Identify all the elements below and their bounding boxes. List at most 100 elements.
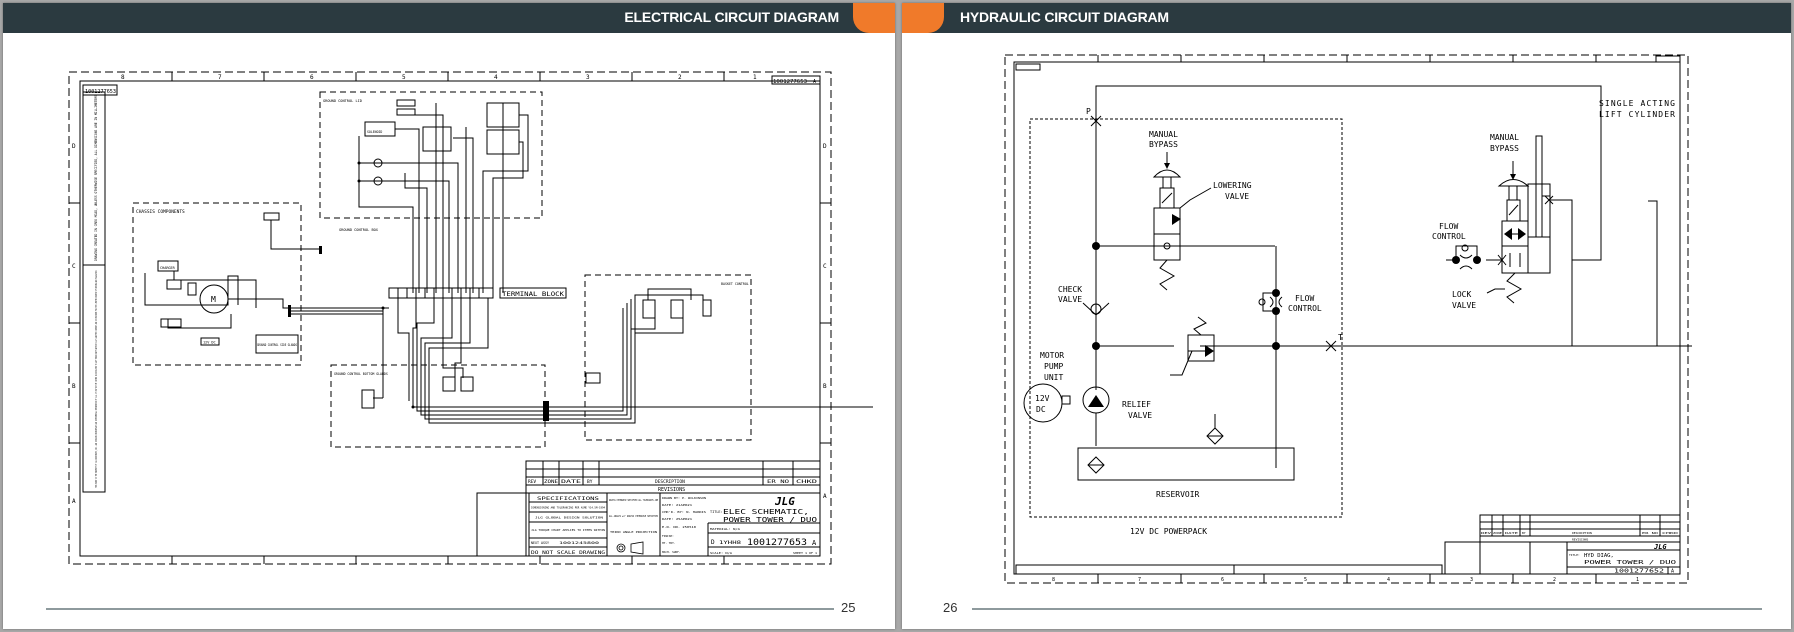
side-note-top: DRAWING CREATED IN CREO MCAD, UNLESS OTH…	[94, 95, 98, 261]
lock-valve-symbol	[1501, 220, 1529, 274]
date-header: DATE	[561, 479, 582, 485]
header-accent-tab	[902, 3, 944, 33]
er-no-header: ER NO	[767, 479, 789, 485]
by-header: BY	[587, 479, 593, 485]
zone-row-label: A	[823, 493, 827, 500]
heat-treat-field: HT. TRT.	[662, 541, 676, 545]
ground-control-box-label: GROUND CONTROL BOX	[339, 228, 379, 232]
zone-header: ZONE	[1493, 531, 1502, 535]
rev-header: REV	[528, 479, 536, 485]
check-valve-label: CHECK	[1058, 285, 1082, 294]
zone-col-label: 5	[402, 74, 406, 81]
zone-row-label: D	[823, 143, 827, 150]
drawing-number: 1001277653	[747, 538, 807, 548]
zone-row-label: A	[72, 498, 76, 505]
manual-bypass-label: BYPASS	[1490, 144, 1519, 153]
motor-pump-label: UNIT	[1044, 373, 1063, 382]
motor-voltage-label: 12V	[1035, 394, 1050, 403]
finish-field: FINISH:	[662, 534, 674, 538]
motor-label: M	[211, 295, 216, 304]
basket-control-label: BASKET CONTROL	[721, 282, 749, 286]
revision-field: A	[812, 539, 817, 547]
ground-control-lid-label: GROUND CONTROL LID	[323, 99, 362, 103]
chassis-label: CHASSIS COMPONENTS	[136, 209, 185, 215]
revisions-label: REVISIONS	[1572, 538, 1588, 542]
reservoir-symbol	[1077, 447, 1295, 481]
size-field: D	[711, 539, 715, 546]
check-valve-label: VALVE	[1058, 295, 1082, 304]
tolerance-note: UNLESS OTHERWISE SPECIFIED ALL TOLERANCE…	[609, 498, 658, 502]
title-line-2: POWER TOWER / DUO	[723, 516, 817, 524]
title-block	[525, 460, 821, 557]
hydraulic-schematic-drawing: P T MANUAL BYPASS LOWERING VALVE CHECK V…	[1004, 54, 1692, 584]
drawing-number-top-right: 1001277653	[773, 79, 807, 85]
zone-col-label: 4	[1387, 577, 1390, 583]
zone-col-label: 2	[1553, 577, 1556, 583]
title-label: TITLE:	[1569, 553, 1580, 557]
zone-col-label: 5	[1304, 577, 1307, 583]
er-no-header: ER NO	[1642, 531, 1658, 535]
zone-col-label: 1	[753, 74, 757, 81]
projection-label: THIRD ANGLE PROJECTION	[610, 530, 657, 534]
chkd-header: CHKD	[796, 479, 818, 485]
powerpack-boundary	[1029, 118, 1343, 518]
flow-control-label: FLOW	[1295, 294, 1314, 303]
spec-line: JLG TORQUE CHART APPLIES TO ITEMS WITHIN	[531, 528, 606, 532]
relief-valve-symbol	[1187, 334, 1215, 362]
er-number: E.R. NO. 250510	[662, 525, 696, 529]
cylinder-label: LIFT CYLINDER	[1599, 110, 1675, 119]
drawing-number-small: 1001277653	[85, 89, 116, 95]
specifications-label: SPECIFICATIONS	[537, 496, 599, 502]
drawing-inner-border	[1013, 61, 1681, 575]
reservoir-label: RESERVOIR	[1156, 490, 1200, 499]
zone-col-label: 4	[494, 74, 498, 81]
description-header: DESCRIPTION	[1572, 531, 1592, 535]
spec-line: DIMENSIONING AND TOLERANCING PER ASME Y1…	[531, 506, 605, 510]
ground-control-bottom-group	[330, 364, 546, 448]
port-t-label: T	[1338, 333, 1343, 342]
relief-valve-label: VALVE	[1128, 411, 1152, 420]
side-glands-label: GROUND CONTROL SIDE GLANDS	[257, 343, 297, 347]
page-header: ELECTRICAL CIRCUIT DIAGRAM	[3, 3, 895, 33]
zone-row-label: D	[72, 143, 76, 150]
by-header: BY	[1522, 531, 1526, 535]
terminal-block-label: TERMINAL BLOCK	[502, 290, 564, 298]
charger-symbol	[157, 260, 179, 272]
material-field: MATERIAL: N/A	[710, 527, 740, 531]
checked-by: CHK'D. BY: N. HARRIS	[662, 510, 706, 514]
page-title: HYDRAULIC CIRCUIT DIAGRAM	[960, 9, 1169, 25]
zone-col-label: 3	[1470, 577, 1473, 583]
zone-col-label: 6	[310, 74, 314, 81]
lowering-valve-label: LOWERING	[1213, 181, 1252, 190]
page-left: ELECTRICAL CIRCUIT DIAGRAM	[3, 3, 895, 629]
angles-note: ALL ANGLES ±1° UNLESS OTHERWISE SPECIFIE…	[609, 514, 658, 518]
port-p-label: P	[1086, 107, 1091, 116]
page-number: 26	[943, 600, 958, 615]
basket-control-group	[584, 274, 752, 441]
scale-field: SCALE: N/A	[710, 551, 732, 555]
cage-code: 1YHH8	[719, 540, 742, 545]
rev-header: REV	[1481, 531, 1491, 535]
title-label: TITLE:	[710, 510, 723, 514]
drawing-number: 1001277652	[1614, 569, 1664, 575]
zone-row-label: C	[72, 263, 76, 270]
motor-pump-label: PUMP	[1044, 362, 1063, 371]
lock-valve-label: LOCK	[1452, 290, 1471, 299]
pump-symbol	[1082, 386, 1110, 414]
page-right: HYDRAULIC CIRCUIT DIAGRAM	[902, 3, 1791, 629]
zone-col-label: 3	[586, 74, 590, 81]
zone-row-label: B	[72, 383, 76, 390]
check-valve-symbol	[1090, 303, 1102, 315]
footer-rule	[46, 608, 834, 610]
lift-cylinder-symbol	[1527, 183, 1551, 274]
jlg-logo: JLG	[1653, 543, 1667, 551]
footer-rule	[972, 608, 1762, 610]
zone-col-label: 2	[678, 74, 682, 81]
relief-valve-label: RELIEF	[1122, 400, 1151, 409]
battery-label: 12V DC	[203, 341, 216, 345]
ground-control-lid-group	[319, 91, 543, 219]
side-note-strip	[82, 91, 106, 493]
zone-header: ZONE	[544, 479, 558, 485]
manual-bypass-label: BYPASS	[1149, 140, 1178, 149]
next-assy-label: NEXT ASSY	[531, 541, 550, 545]
